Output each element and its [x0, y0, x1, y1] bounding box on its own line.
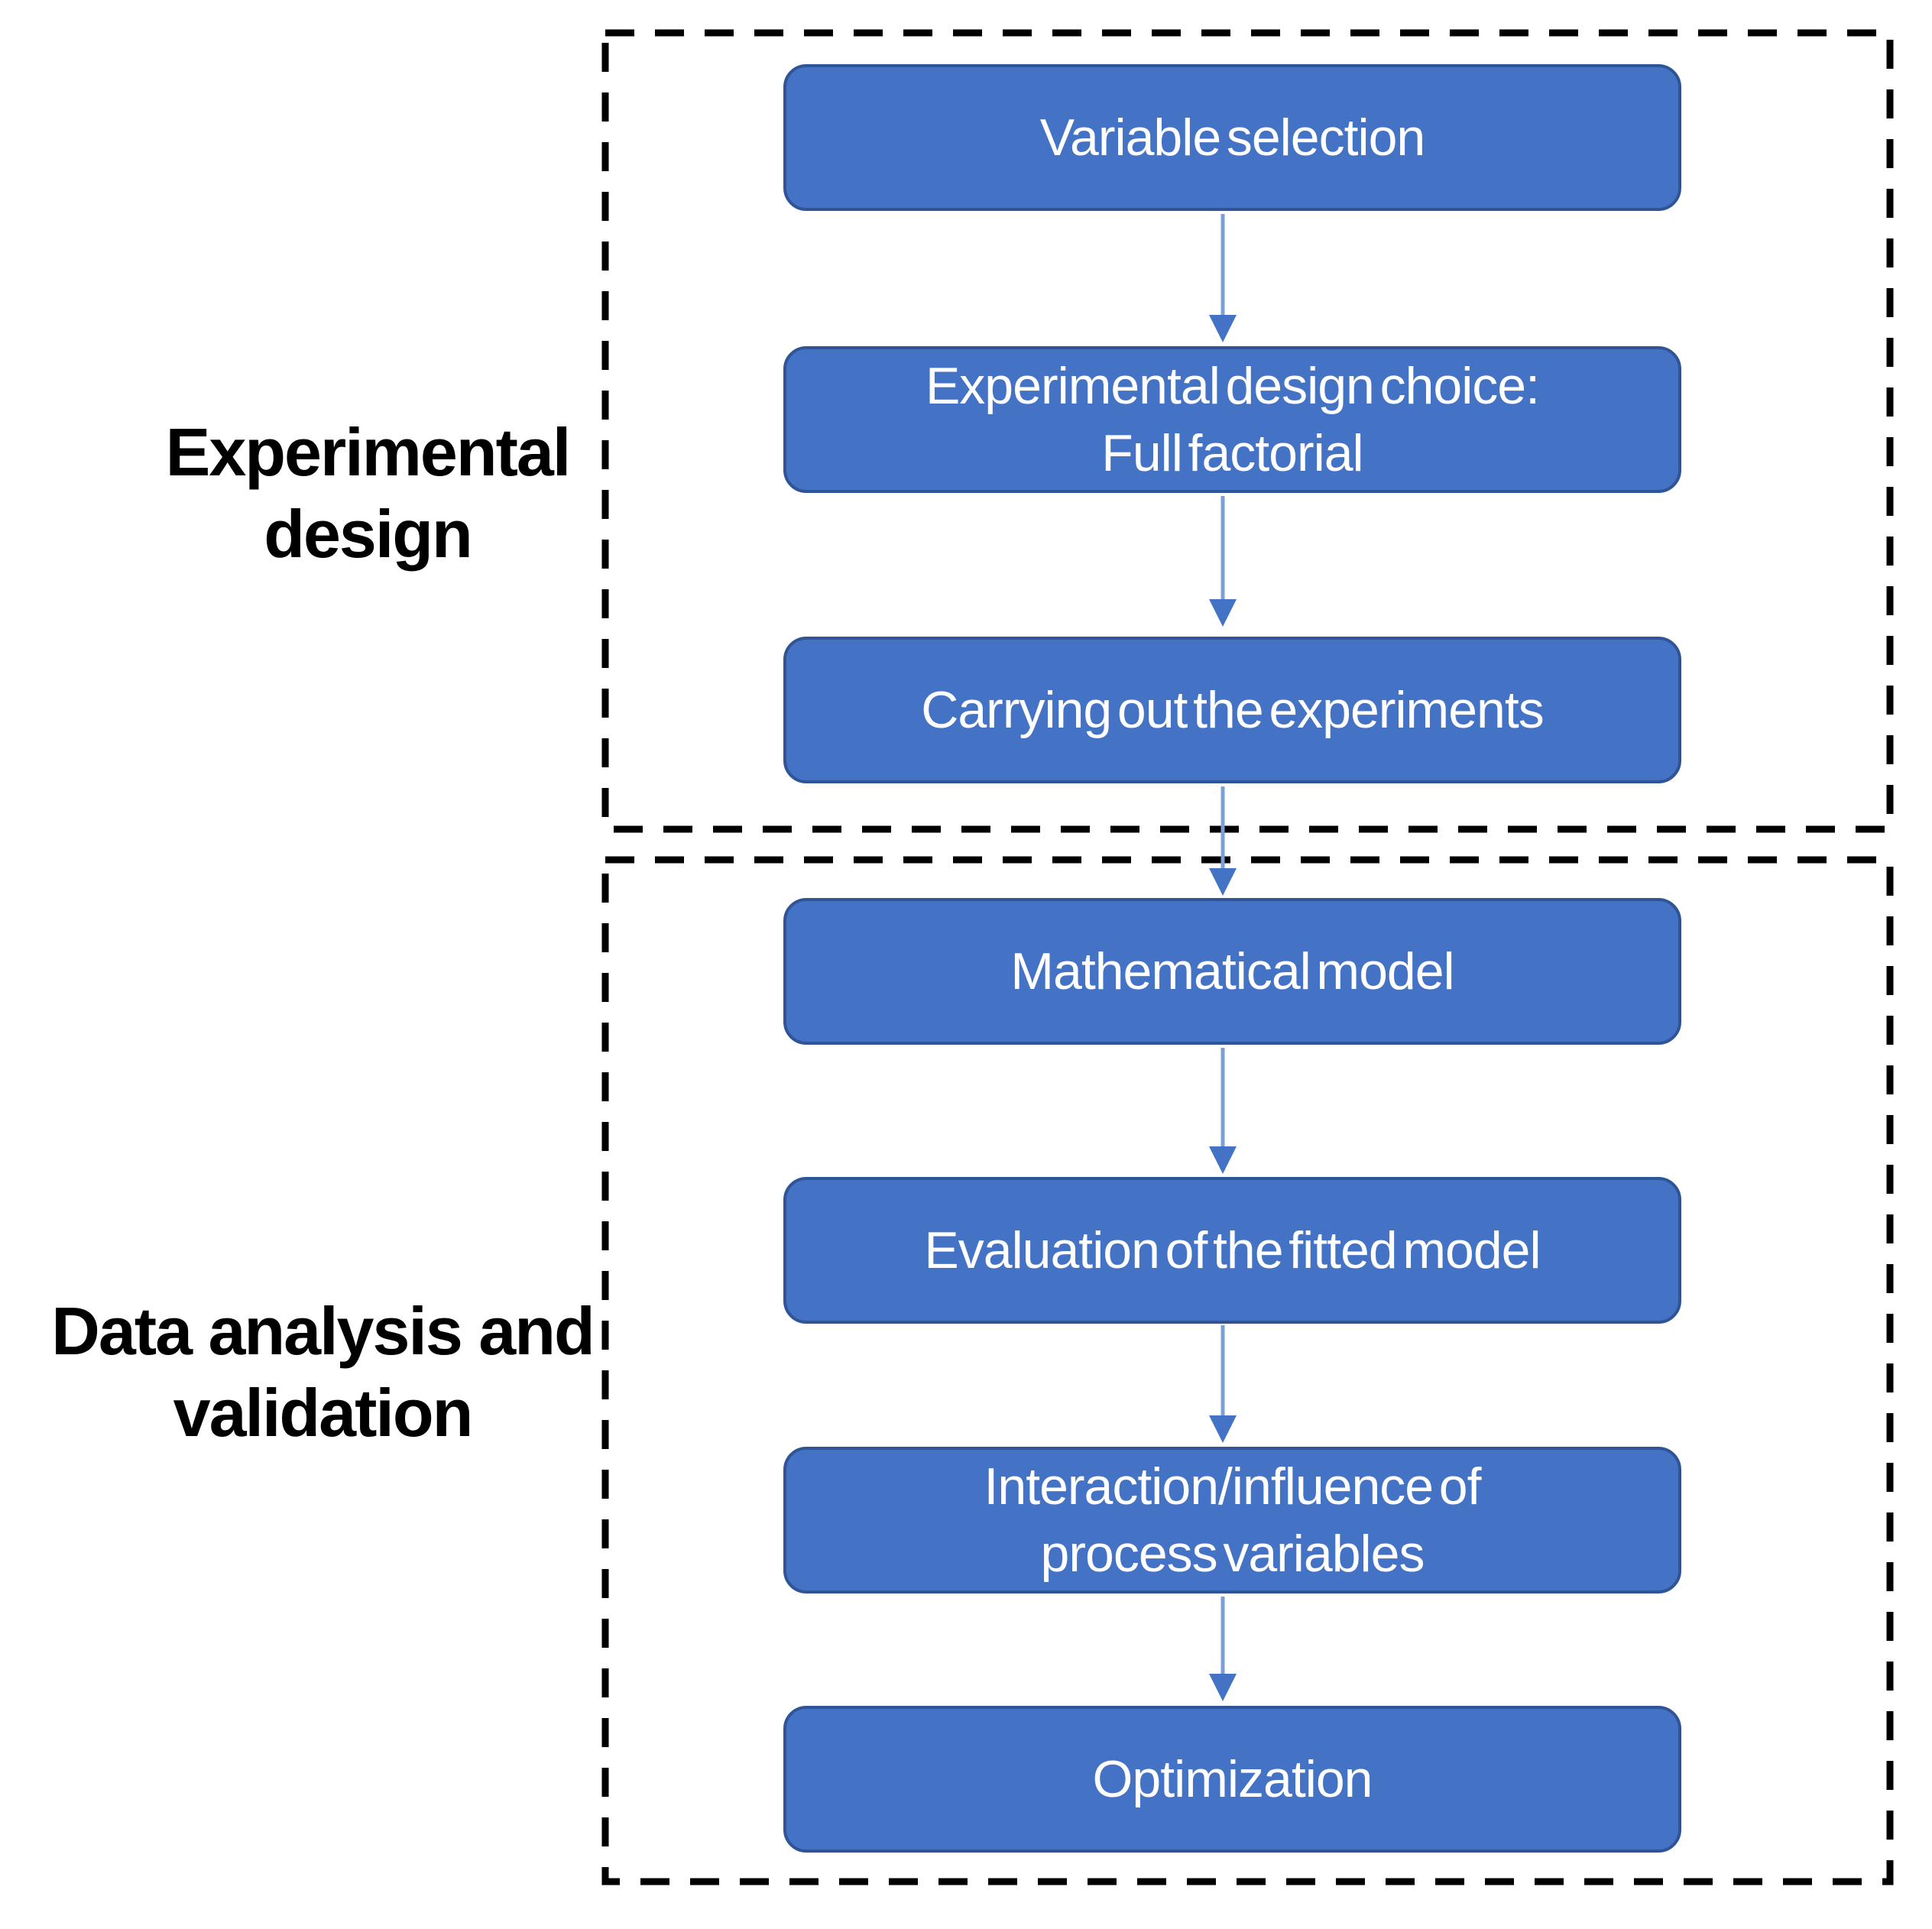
- arrow-evaluation-to-interaction: [1209, 1325, 1237, 1443]
- arrow-design-choice-to-experiments: [1209, 496, 1237, 627]
- flow-step-interaction-influence: Interaction/influence of process variabl…: [783, 1447, 1681, 1593]
- flow-step-mathematical-model: Mathematical model: [783, 898, 1681, 1045]
- flow-step-evaluation-fitted-model: Evaluation of the fitted model: [783, 1177, 1681, 1324]
- arrow-variable-selection-to-design-choice: [1209, 214, 1237, 342]
- flow-step-variable-selection: Variable selection: [783, 64, 1681, 211]
- arrow-interaction-to-optimization: [1209, 1597, 1237, 1701]
- arrow-mathematical-model-to-evaluation: [1209, 1048, 1237, 1174]
- arrow-experiments-to-mathematical-model: [1209, 786, 1237, 896]
- flow-step-optimization: Optimization: [783, 1706, 1681, 1853]
- section-label-experimental-design: Experimental design: [165, 414, 572, 572]
- flow-step-carrying-out-experiments: Carrying out the experiments: [783, 637, 1681, 783]
- flow-step-experimental-design-choice: Experimental design choice: Full factori…: [783, 346, 1681, 493]
- data-analysis-section-border: [601, 856, 1894, 1885]
- section-label-data-analysis-validation: Data analysis and validation: [51, 1293, 595, 1451]
